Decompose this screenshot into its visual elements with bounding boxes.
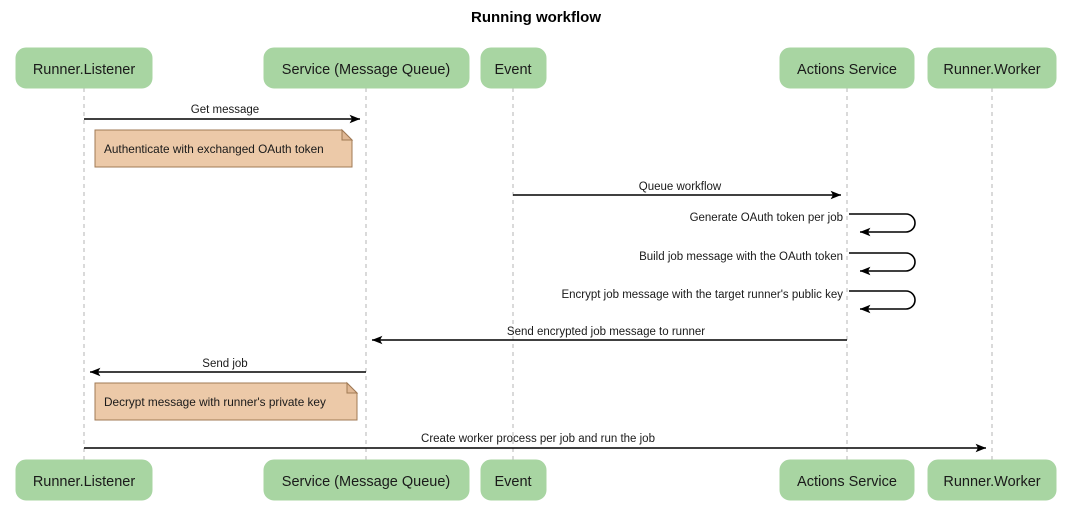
message-label: Get message xyxy=(191,104,259,116)
participant-box[interactable] xyxy=(480,47,547,89)
participant-event-top[interactable]: Event xyxy=(480,47,547,89)
message-send-job[interactable]: Send job xyxy=(89,358,366,377)
note-text: Authenticate with exchanged OAuth token xyxy=(104,142,324,156)
participant-runner-listener-bottom[interactable]: Runner.Listener xyxy=(15,459,153,501)
message-encrypt-job-message[interactable]: Encrypt job message with the target runn… xyxy=(561,289,916,314)
message-queue-workflow[interactable]: Queue workflow xyxy=(513,181,842,200)
participant-actions-service-top[interactable]: Actions Service xyxy=(779,47,915,89)
note-text: Decrypt message with runner's private ke… xyxy=(104,395,326,409)
lifelines-layer xyxy=(83,88,993,460)
participant-box[interactable] xyxy=(263,459,470,501)
participant-message-queue-top[interactable]: Service (Message Queue) xyxy=(263,47,470,89)
message-generate-oauth-token[interactable]: Generate OAuth token per job xyxy=(690,212,916,237)
participant-label: Runner.Worker xyxy=(943,62,1040,78)
participant-runner-worker-top[interactable]: Runner.Worker xyxy=(927,47,1057,89)
participant-box[interactable] xyxy=(15,47,153,89)
note-authenticate: Authenticate with exchanged OAuth token xyxy=(94,128,354,168)
message-label: Send job xyxy=(202,358,247,370)
participant-box[interactable] xyxy=(15,459,153,501)
message-create-worker-process[interactable]: Create worker process per job and run th… xyxy=(84,433,987,453)
note-decrypt: Decrypt message with runner's private ke… xyxy=(94,381,359,421)
participant-box[interactable] xyxy=(779,47,915,89)
participant-message-queue-bottom[interactable]: Service (Message Queue) xyxy=(263,459,470,501)
message-send-encrypted-job-message[interactable]: Send encrypted job message to runner xyxy=(371,326,847,345)
self-call-loop[interactable] xyxy=(849,213,916,237)
page-title: Running workflow xyxy=(471,9,601,26)
participant-runner-worker-bottom[interactable]: Runner.Worker xyxy=(927,459,1057,501)
participant-box[interactable] xyxy=(263,47,470,89)
participant-label: Actions Service xyxy=(797,62,897,78)
participants-footer: Runner.Listener Service (Message Queue) … xyxy=(15,459,1057,501)
participant-box[interactable] xyxy=(480,459,547,501)
participant-box[interactable] xyxy=(927,47,1057,89)
message-label: Create worker process per job and run th… xyxy=(421,433,655,445)
participant-box[interactable] xyxy=(927,459,1057,501)
note-fold-corner xyxy=(346,381,359,394)
message-label: Queue workflow xyxy=(639,181,722,193)
message-label: Generate OAuth token per job xyxy=(690,212,843,224)
participant-runner-listener-top[interactable]: Runner.Listener xyxy=(15,47,153,89)
participant-actions-service-bottom[interactable]: Actions Service xyxy=(779,459,915,501)
participant-label: Event xyxy=(494,474,531,490)
notes-layer: Authenticate with exchanged OAuth token … xyxy=(94,128,359,421)
message-get-message[interactable]: Get message xyxy=(84,104,361,124)
messages-layer: Get message Queue workflow Generate OAut… xyxy=(84,104,987,453)
message-build-job-message[interactable]: Build job message with the OAuth token xyxy=(639,251,916,276)
self-call-loop[interactable] xyxy=(849,252,916,276)
note-shape xyxy=(94,129,353,168)
participant-label: Runner.Worker xyxy=(943,474,1040,490)
note-shape xyxy=(94,382,358,421)
message-label: Encrypt job message with the target runn… xyxy=(561,289,843,301)
participant-label: Service (Message Queue) xyxy=(282,62,450,78)
participant-event-bottom[interactable]: Event xyxy=(480,459,547,501)
participant-label: Event xyxy=(494,62,531,78)
message-label: Send encrypted job message to runner xyxy=(507,326,705,338)
participant-label: Actions Service xyxy=(797,474,897,490)
message-label: Build job message with the OAuth token xyxy=(639,251,843,263)
participant-label: Runner.Listener xyxy=(33,62,136,78)
participants-header: Runner.Listener Service (Message Queue) … xyxy=(15,47,1057,89)
participant-box[interactable] xyxy=(779,459,915,501)
participant-label: Service (Message Queue) xyxy=(282,474,450,490)
participant-label: Runner.Listener xyxy=(33,474,136,490)
self-call-loop[interactable] xyxy=(849,290,916,314)
note-fold-corner xyxy=(341,128,354,141)
